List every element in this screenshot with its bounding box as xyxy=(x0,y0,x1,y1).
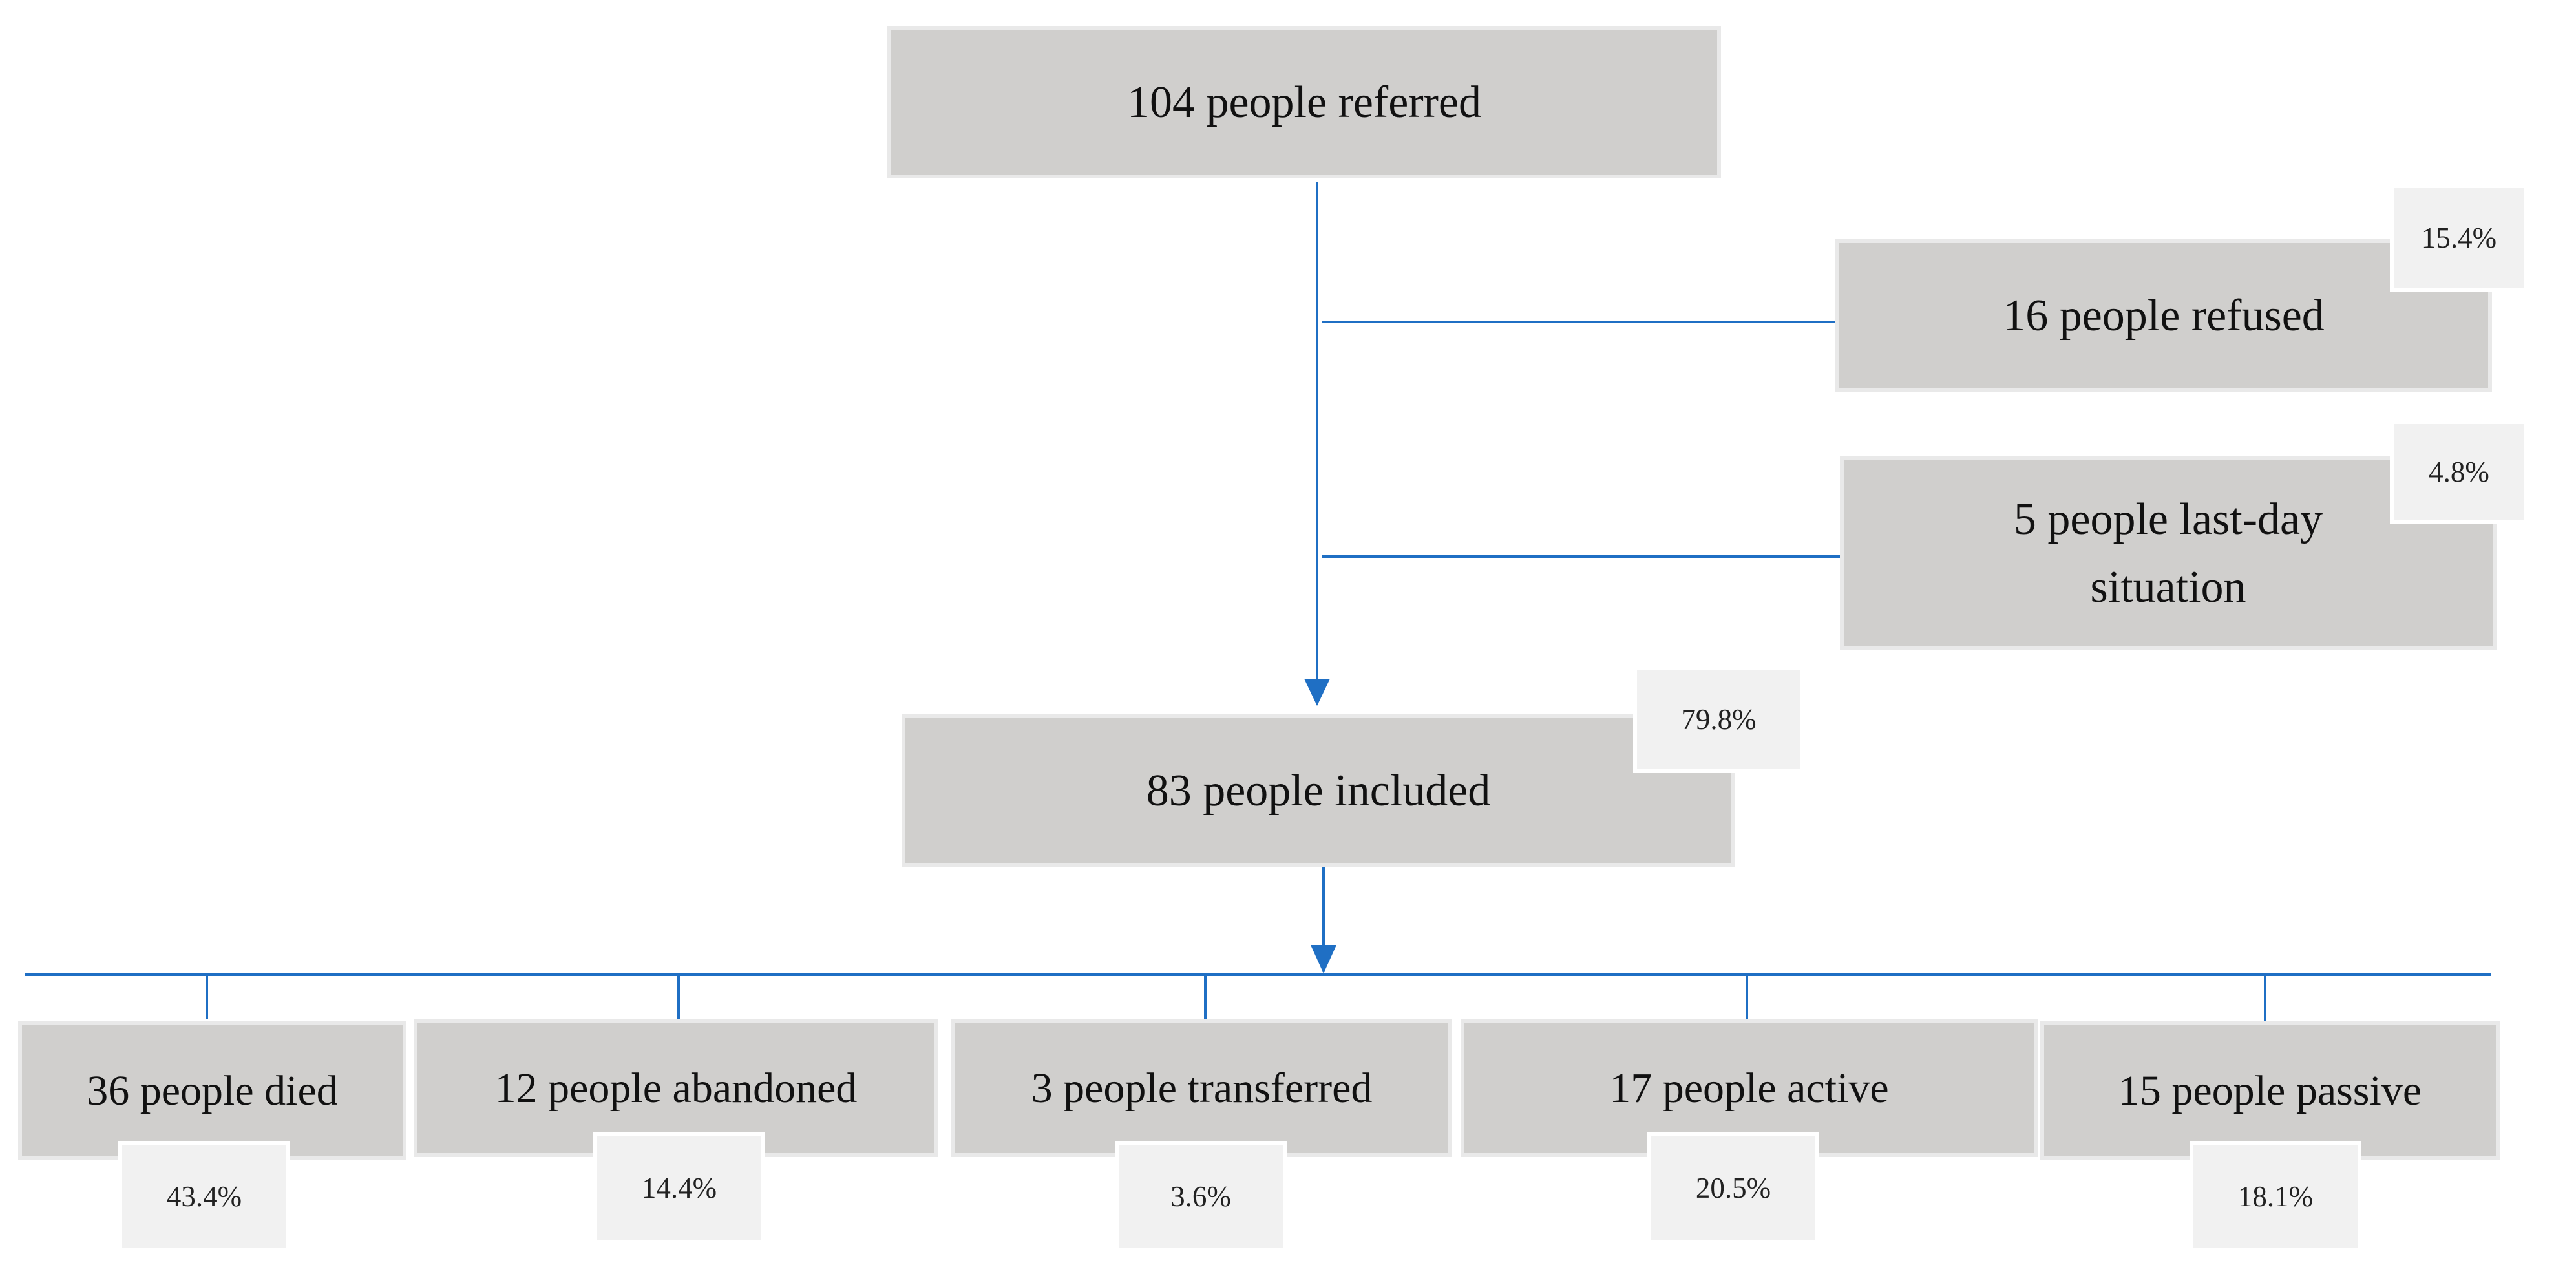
percent-active: 20.5% xyxy=(1647,1132,1819,1244)
box-transferred: 3 people transferred xyxy=(951,1019,1452,1157)
percent-refused: 15.4% xyxy=(2390,184,2528,292)
percent-abandoned: 14.4% xyxy=(593,1132,765,1244)
box-last-day: 5 people last-day situation xyxy=(1840,456,2497,650)
box-referred: 104 people referred xyxy=(887,26,1721,178)
percent-included: 79.8% xyxy=(1633,666,1804,773)
percent-died: 43.4% xyxy=(118,1141,290,1252)
box-passive: 15 people passive xyxy=(2040,1021,2500,1160)
percent-last-day: 4.8% xyxy=(2390,420,2528,524)
percent-transferred: 3.6% xyxy=(1115,1141,1287,1252)
box-refused: 16 people refused xyxy=(1835,239,2492,392)
percent-passive: 18.1% xyxy=(2190,1141,2361,1252)
arrowhead-to-outcomes xyxy=(1311,945,1336,973)
arrowhead-to-included xyxy=(1304,679,1330,706)
box-included: 83 people included xyxy=(902,714,1735,867)
box-died: 36 people died xyxy=(18,1021,406,1160)
